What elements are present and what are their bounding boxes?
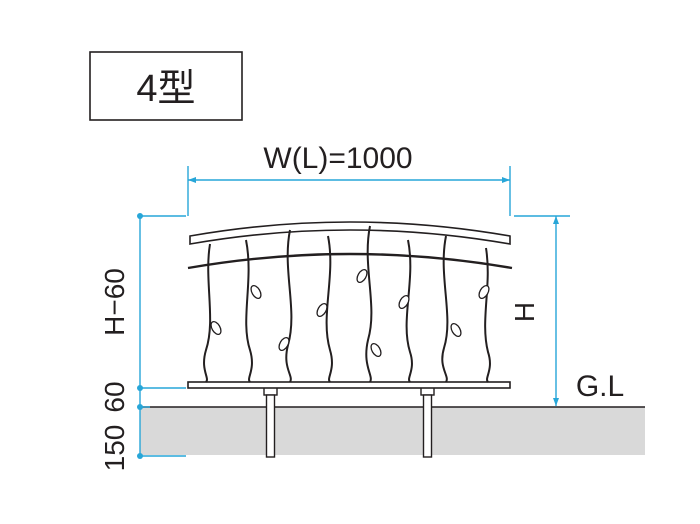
type-label: 4型 <box>136 68 195 110</box>
vertical-bars <box>203 225 491 383</box>
dim-label-60: 60 <box>99 381 130 412</box>
bottom-rail <box>187 381 511 389</box>
left-dimension-chain <box>137 213 186 459</box>
dim-label-150: 150 <box>99 425 130 472</box>
height-label: H <box>509 302 540 322</box>
width-dimension <box>187 166 511 216</box>
type-label-box <box>89 51 243 121</box>
dim-label-h60: H−60 <box>99 268 130 336</box>
ground-label: G.L <box>576 370 624 403</box>
ground-area <box>140 407 645 455</box>
post-right <box>420 384 435 458</box>
width-label: W(L)=1000 <box>263 142 412 175</box>
post-left <box>263 384 278 458</box>
height-dimension <box>514 215 570 406</box>
leaf-ornaments <box>210 268 490 358</box>
top-rail <box>189 221 511 245</box>
middle-rail <box>187 252 513 270</box>
